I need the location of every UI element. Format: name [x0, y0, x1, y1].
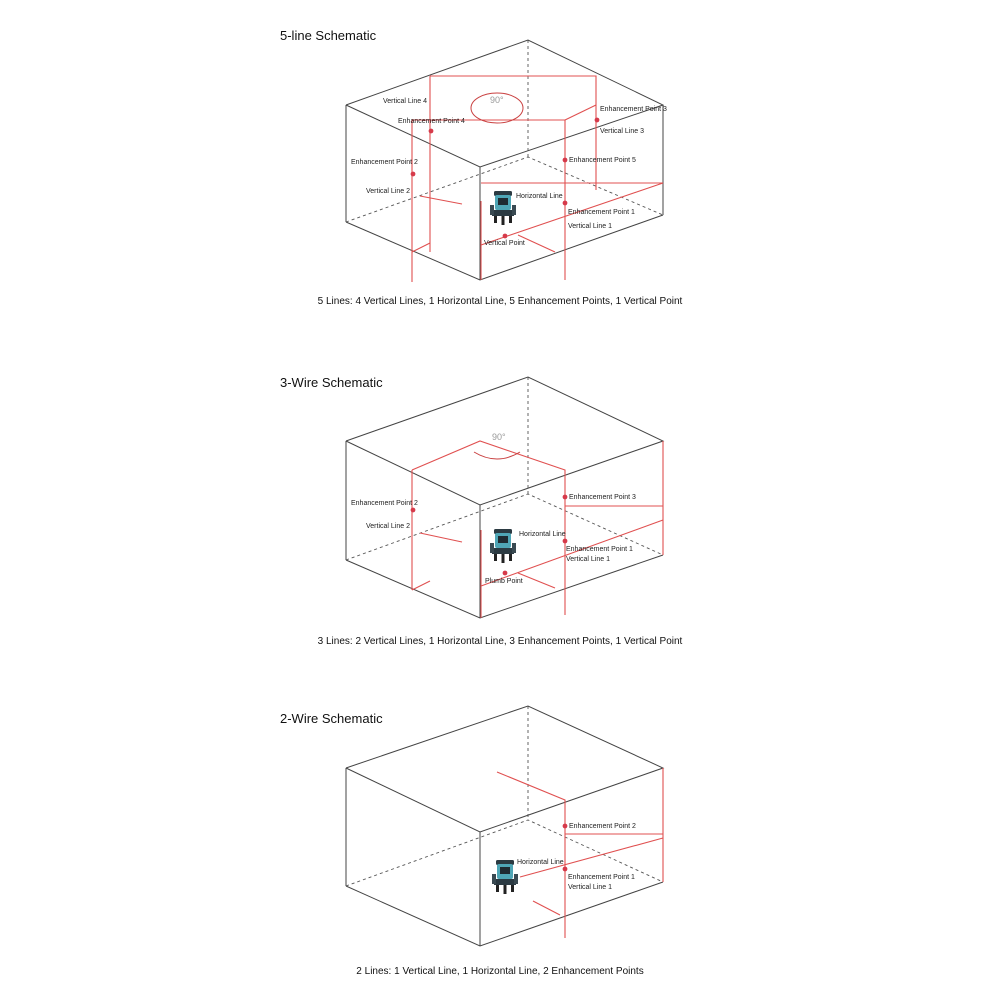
panel1-enhancement-point-1 [562, 200, 568, 206]
panel2-enhancement-point-3 [562, 494, 568, 500]
panel1-diagram: 90° Vertical Line 4 Enhancement Point 4 … [345, 39, 667, 282]
panel1-label-enhancement-point-1: Enhancement Point 1 [568, 209, 635, 216]
panel1-vertical-point [502, 233, 508, 239]
panel2-label-vertical-line-1: Vertical Line 1 [566, 556, 610, 563]
panel1-label-enhancement-point-5: Enhancement Point 5 [569, 157, 636, 164]
panel3-caption: 2 Lines: 1 Vertical Line, 1 Horizontal L… [356, 966, 644, 977]
panel1-enhancement-point-5 [562, 157, 568, 163]
panel1-label-vertical-line-4: Vertical Line 4 [383, 98, 427, 105]
panel2-label-vertical-line-2: Vertical Line 2 [366, 523, 410, 530]
panel1-label-enhancement-point-2: Enhancement Point 2 [351, 159, 418, 166]
panel1-label-vertical-point: Vertical Point [484, 240, 525, 247]
panel2-enhancement-point-2 [410, 507, 416, 513]
panel2-angle-label: 90° [492, 432, 506, 442]
panel3-laser-lines [496, 768, 664, 938]
panel1-angle-label: 90° [490, 95, 504, 105]
panel2-enhancement-point-1 [562, 538, 568, 544]
panel3-label-enhancement-point-2: Enhancement Point 2 [569, 823, 636, 830]
box3-hidden-edges [345, 819, 664, 887]
panel2-label-enhancement-point-1: Enhancement Point 1 [566, 546, 633, 553]
panel3-enhancement-point-1 [562, 866, 568, 872]
panel2-caption: 3 Lines: 2 Vertical Lines, 1 Horizontal … [317, 636, 683, 647]
panel1-label-vertical-line-3: Vertical Line 3 [600, 128, 644, 135]
panel1-enhancement-point-2 [410, 171, 416, 177]
panel3-enhancement-point-2 [562, 823, 568, 829]
panel2-plumb-point [502, 570, 508, 576]
panel2-label-horizontal-line: Horizontal Line [519, 531, 566, 538]
panel3-label-enhancement-point-1: Enhancement Point 1 [568, 874, 635, 881]
panel2-label-enhancement-point-2: Enhancement Point 2 [351, 500, 418, 507]
panel1-label-enhancement-point-3: Enhancement Point 3 [600, 106, 667, 113]
panel3-label-vertical-line-1: Vertical Line 1 [568, 884, 612, 891]
panel3-laser-level-device [492, 860, 518, 894]
box3-bottom-outline [345, 881, 664, 947]
panel2-laser-level-device [490, 529, 516, 563]
panel2-angle-arc [473, 451, 521, 460]
box1-bottom-outline [345, 214, 664, 281]
panel1-enhancement-point-3 [594, 117, 600, 123]
panel2-diagram: 90° Enhancement Point 2 Enhancement Poin… [345, 376, 665, 619]
panel1-enhancement-point-4 [428, 128, 434, 134]
panel2-label-enhancement-point-3: Enhancement Point 3 [569, 494, 636, 501]
panel2-label-plumb-point: Plumb Point [485, 578, 523, 585]
panel1-title: 5-line Schematic [280, 28, 377, 43]
panel2-laser-lines [411, 440, 664, 618]
panel1-label-vertical-line-1: Vertical Line 1 [568, 223, 612, 230]
panel1-laser-level-device [490, 191, 516, 225]
panel3-label-horizontal-line: Horizontal Line [517, 859, 564, 866]
panel1-label-vertical-line-2: Vertical Line 2 [366, 188, 410, 195]
panel3-diagram: Enhancement Point 2 Horizontal Line Enha… [345, 705, 665, 947]
panel1-label-horizontal-line: Horizontal Line [516, 193, 563, 200]
panel1-caption: 5 Lines: 4 Vertical Lines, 1 Horizontal … [317, 296, 683, 307]
panel1-label-enhancement-point-4: Enhancement Point 4 [398, 118, 465, 125]
panel3-title: 2-Wire Schematic [280, 711, 383, 726]
box2-bottom-outline [345, 554, 664, 619]
panel2-title: 3-Wire Schematic [280, 375, 383, 390]
panel1-angle-ellipse [470, 92, 524, 124]
panel1-laser-lines [411, 75, 664, 282]
box3-top-outline [345, 705, 665, 833]
